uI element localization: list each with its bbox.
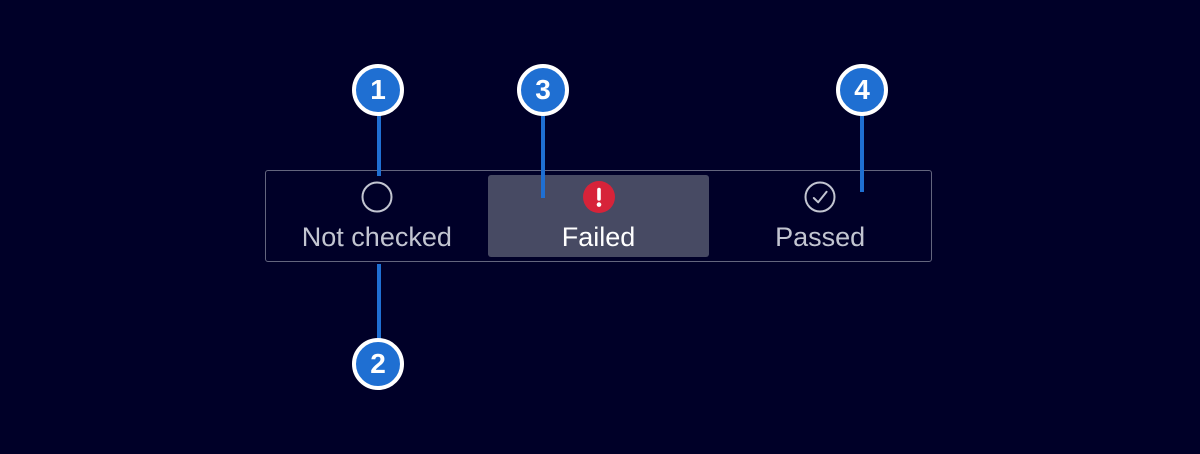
callout-line-1 xyxy=(377,114,381,176)
callout-number-1: 1 xyxy=(370,74,386,105)
alert-circle-icon xyxy=(582,180,615,213)
callout-badge-3: 3 xyxy=(517,64,569,116)
circle-outline-icon xyxy=(361,181,393,212)
check-status-toggle: Not checked Failed Passed xyxy=(265,170,932,262)
segment-label-not-checked: Not checked xyxy=(301,221,452,252)
segment-label-failed: Failed xyxy=(561,221,636,252)
callout-line-4 xyxy=(860,114,864,192)
callout-number-4: 4 xyxy=(854,74,870,105)
callout-number-3: 3 xyxy=(535,74,551,105)
segment-not-checked[interactable]: Not checked xyxy=(266,171,488,261)
callout-number-2: 2 xyxy=(370,348,386,379)
callout-line-3 xyxy=(541,114,545,198)
callout-line-2 xyxy=(377,264,381,340)
segment-failed[interactable]: Failed xyxy=(487,175,710,257)
callout-badge-2: 2 xyxy=(352,338,404,390)
callout-badge-4: 4 xyxy=(836,64,888,116)
segment-label-passed: Passed xyxy=(775,221,866,252)
check-circle-icon xyxy=(804,181,836,212)
callout-badge-1: 1 xyxy=(352,64,404,116)
segment-passed[interactable]: Passed xyxy=(709,171,931,261)
